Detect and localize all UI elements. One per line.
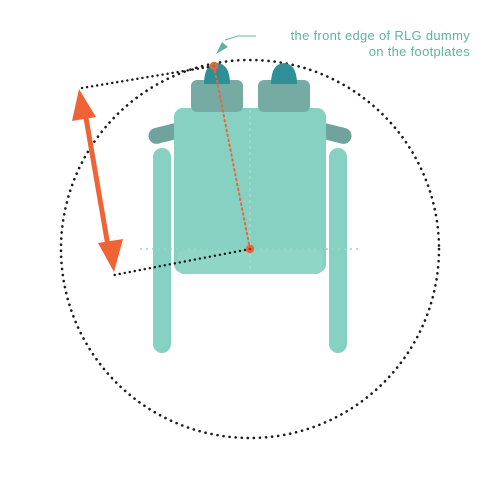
annotation-line-2: on the footplates (368, 44, 470, 59)
right-wheel (329, 148, 347, 353)
right-footplate (258, 80, 310, 112)
annotation-leader (224, 35, 256, 41)
tangent-line (80, 64, 216, 90)
right-foot (271, 63, 297, 84)
turning-circle (59, 58, 441, 440)
radius-to-front-edge (213, 65, 251, 250)
annotation-line-1: the front edge of RLG dummy (290, 28, 470, 43)
left-footplate (191, 80, 243, 112)
front-edge-point-center (212, 64, 216, 68)
left-wheel (153, 148, 171, 353)
leader-arrowhead (216, 42, 228, 54)
double-headed-arrow-icon (72, 89, 123, 272)
center-point-center (248, 247, 252, 251)
